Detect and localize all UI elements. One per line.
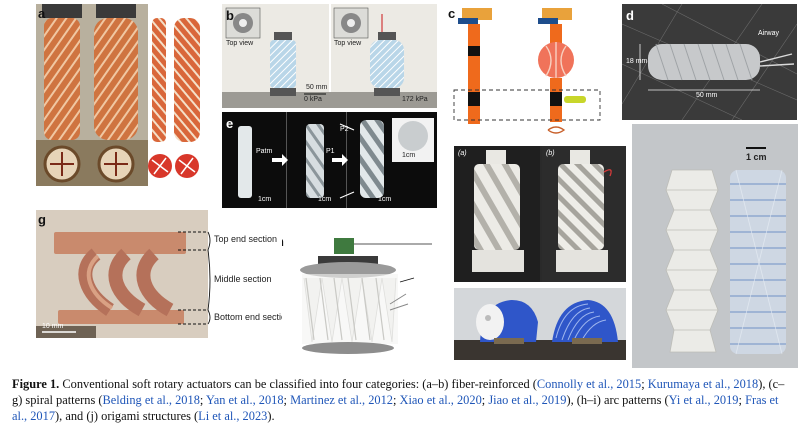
panel-c-image [446, 4, 616, 142]
panel-f: f (a) (b) [454, 146, 626, 282]
panel-h-image [282, 234, 432, 360]
caption-text: ; [481, 393, 489, 407]
middle-section-label: Middle section [214, 274, 272, 284]
caption-text: ; [199, 393, 206, 407]
pressure-p1-label: P1 [326, 148, 335, 155]
panel-g: g Top end section Middle section Bottom … [36, 210, 282, 338]
citation-link[interactable]: Kurumaya et al., 2018 [647, 377, 759, 391]
scale-bar-g: 10 mm [42, 323, 64, 330]
subpanel-label-f-a: (a) [458, 150, 467, 157]
panel-label-b: b [226, 8, 234, 23]
citation-link[interactable]: Martinez et al., 2012 [290, 393, 393, 407]
pressure-label-1: 0 kPa [304, 96, 322, 103]
scale-bar-e-2: 1cm [318, 196, 332, 203]
panel-label-e: e [226, 116, 234, 131]
citation-link[interactable]: Xiao et al., 2020 [399, 393, 482, 407]
panel-b-image [222, 4, 437, 108]
top-view-label-1: Top view [226, 40, 254, 47]
caption-text: ; [738, 393, 746, 407]
panel-h: h [282, 234, 432, 360]
caption-text: Conventional soft rotary actuators can b… [59, 377, 537, 391]
caption-text: ). [267, 409, 275, 423]
panel-i-image [454, 288, 626, 360]
caption-text: ; [641, 377, 648, 391]
panel-d-image [622, 4, 797, 120]
citation-link[interactable]: Jiao et al., 2019 [488, 393, 567, 407]
panel-d: d Airway 50 mm 18 mm [622, 4, 797, 120]
citation-link[interactable]: Yi et al., 2019 [668, 393, 739, 407]
caption-text: ; [392, 393, 400, 407]
panel-label-g: g [38, 212, 46, 227]
top-view-label-2: Top view [334, 40, 362, 47]
panel-label-c: c [448, 6, 456, 21]
panel-c: c [446, 4, 616, 142]
airway-label: Airway [758, 30, 780, 37]
top-end-section-label: Top end section [214, 234, 278, 244]
caption-text: ; [283, 393, 291, 407]
scale-bar-vertical-d: 18 mm [626, 58, 648, 65]
pressure-label-2: 172 kPa [402, 96, 428, 103]
caption-text: ), (c–g) spiral patterns ( [12, 377, 785, 407]
panel-label-h: h [282, 234, 284, 249]
citation-link[interactable]: Connolly et al., 2015 [536, 377, 642, 391]
panel-a: a [36, 4, 218, 186]
panel-e-image [222, 112, 437, 208]
panel-a-image [36, 4, 218, 186]
figure-caption: Figure 1. Conventional soft rotary actua… [12, 376, 792, 424]
panel-i: i [454, 288, 626, 360]
panel-e: e Patm P1 P2 1cm 1cm 1cm 1cm [222, 112, 437, 208]
citation-link[interactable]: Li et al., 2023 [198, 409, 268, 423]
panel-j-image [632, 124, 798, 368]
panel-label-d: d [626, 8, 634, 23]
scale-bar-e-1: 1cm [258, 196, 272, 203]
figure-caption-label: Figure 1. [12, 377, 60, 391]
panel-j: j 1 cm [632, 124, 798, 368]
pressure-p2-label: P2 [340, 126, 349, 133]
citation-link[interactable]: Belding et al., 2018 [102, 393, 200, 407]
scale-bar-e-inset: 1cm [402, 152, 416, 159]
scale-bar-j: 1 cm [746, 152, 767, 162]
caption-text: ), and (j) origami structures ( [55, 409, 199, 423]
subpanel-label-f-b: (b) [546, 150, 555, 157]
pressure-atm-label: Patm [256, 148, 273, 155]
scale-bar-e-3: 1cm [378, 196, 392, 203]
panel-label-a: a [38, 6, 46, 21]
panel-f-image [454, 146, 626, 282]
scale-bar-label-b: 50 mm [306, 84, 328, 91]
citation-link[interactable]: Yan et al., 2018 [205, 393, 284, 407]
scale-bar-horizontal-d: 50 mm [696, 92, 718, 99]
citation-link[interactable]: Fras et al., 2017 [12, 393, 779, 423]
panel-b: b Top view Top view 0 kPa 172 kPa 50 mm [222, 4, 437, 108]
bottom-end-section-label: Bottom end section [214, 312, 282, 322]
caption-text: ), (h–i) arc patterns ( [566, 393, 669, 407]
panel-g-image [36, 210, 211, 338]
